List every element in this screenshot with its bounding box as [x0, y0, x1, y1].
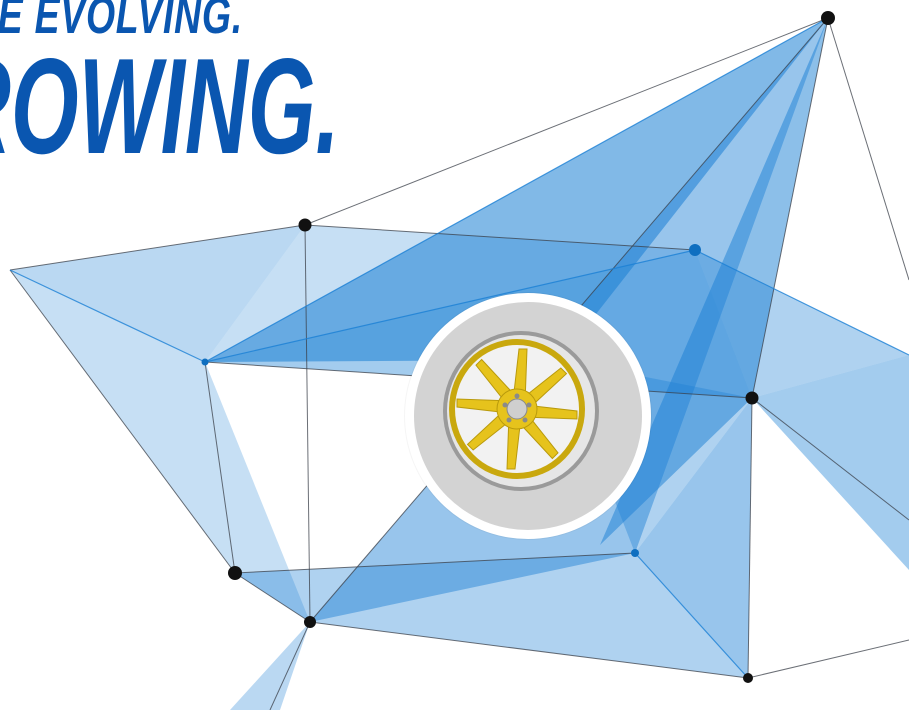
alloy-wheel-icon [414, 302, 642, 530]
network-nodes [201, 11, 835, 683]
network-lines-blue [9, 17, 909, 679]
headline-line2: ROWING. [0, 30, 340, 182]
wheel-badge [405, 293, 651, 539]
headline-line1: RE EVOLVING. [0, 0, 243, 45]
headline: RE EVOLVING. ROWING. [0, 0, 420, 200]
